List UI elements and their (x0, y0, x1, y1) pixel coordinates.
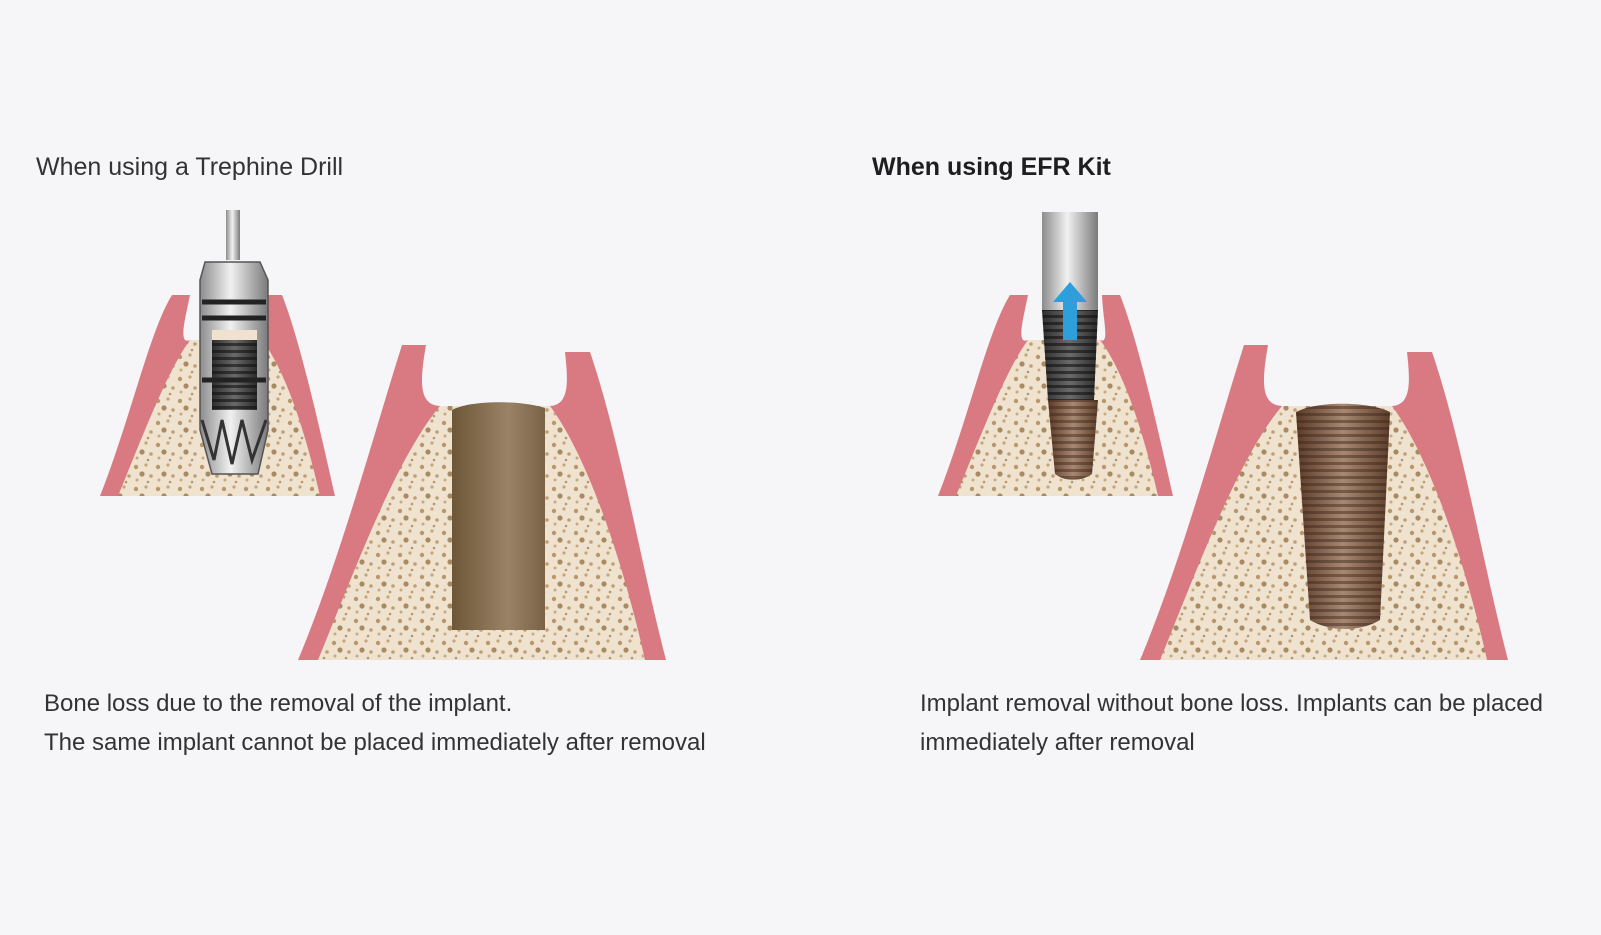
description-line: The same implant cannot be placed immedi… (44, 729, 706, 756)
description-line: Implant removal without bone loss. Impla… (920, 690, 1544, 717)
efr-kit-description: Implant removal without bone loss. Impla… (920, 684, 1543, 762)
trephine-large-illustration (298, 345, 666, 660)
trephine-small-illustration (100, 210, 335, 496)
trephine-drill-title: When using a Trephine Drill (36, 153, 344, 181)
upward-arrow-icon (1053, 282, 1087, 340)
efr-large-illustration (1140, 345, 1508, 660)
description-line: immediately after removal (920, 729, 1195, 756)
description-line: Bone loss due to the removal of the impl… (44, 690, 513, 717)
efr-kit-title: When using EFR Kit (872, 153, 1111, 181)
trephine-drill-description: Bone loss due to the removal of the impl… (44, 684, 706, 762)
efr-small-illustration (938, 212, 1173, 496)
